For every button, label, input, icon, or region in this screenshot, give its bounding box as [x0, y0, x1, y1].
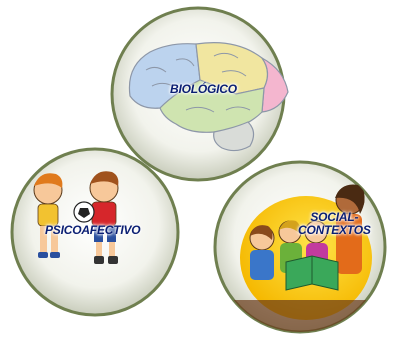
biologico-circle — [110, 6, 289, 182]
biologico-label: BIOLÓGICO — [170, 82, 237, 96]
social-contextos-label: SOCIAL- CONTEXTOS — [298, 211, 371, 237]
psicoafectivo-circle — [10, 147, 180, 317]
brain-icon — [128, 42, 289, 152]
social-label-line-2: CONTEXTOS — [298, 223, 371, 237]
social-label-line-1: SOCIAL- — [310, 210, 359, 224]
children-playing-soccer-icon — [33, 171, 119, 264]
social-circle — [213, 160, 387, 334]
psicoafectivo-label: PSICOAFECTIVO — [45, 223, 141, 237]
